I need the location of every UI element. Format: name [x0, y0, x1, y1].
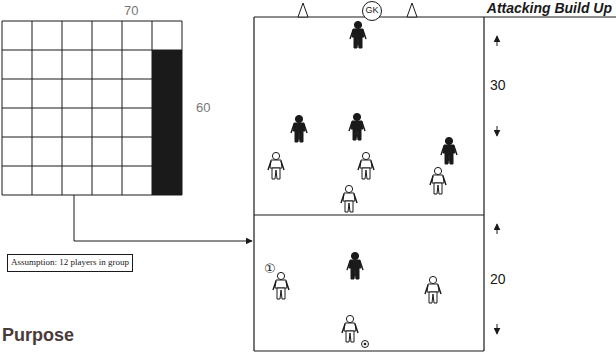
- defender-figure: [350, 21, 366, 48]
- defender-figure: [441, 137, 457, 164]
- grid-line: [2, 195, 182, 196]
- pitch-grid: [2, 21, 182, 195]
- section-heading: Purpose: [2, 326, 74, 346]
- dimension-arrow: [497, 324, 498, 334]
- attacker-figure: [358, 152, 374, 179]
- attacker-figure: [342, 315, 358, 342]
- dimension-label: 30: [490, 78, 506, 93]
- grid-line: [2, 137, 182, 138]
- node-text: GK: [365, 6, 378, 16]
- attacker-figure: [341, 185, 357, 212]
- field-outline: [254, 17, 616, 351]
- callout-number: ①: [264, 262, 276, 276]
- goal-cone: [407, 3, 417, 17]
- node-text: Assumption: 12 players in group: [11, 258, 129, 268]
- grid-line: [2, 108, 182, 109]
- dimension-arrow: [497, 126, 498, 136]
- shaded-area: [152, 50, 182, 195]
- defender-figure: [347, 252, 363, 279]
- defender-figure: [291, 115, 307, 142]
- ball: [362, 341, 369, 348]
- grid-line: [2, 21, 182, 22]
- dimension-label: 60: [196, 101, 210, 115]
- grid-line: [2, 79, 182, 80]
- goalkeeper-marker: GK: [362, 1, 382, 21]
- goal-cone: [298, 3, 308, 17]
- dimension-arrow: [497, 224, 498, 234]
- zoom-arrow: [74, 195, 252, 241]
- diagram-title: Attacking Build Up: [487, 1, 612, 16]
- dimension-label: 20: [490, 272, 506, 287]
- defender-figure: [349, 113, 365, 140]
- note-box: Assumption: 12 players in group: [7, 254, 133, 272]
- attacker-figure: [425, 276, 441, 303]
- attacker-figure: [268, 152, 284, 179]
- attacker-figure: [430, 167, 446, 194]
- dimension-arrow: [497, 36, 498, 46]
- dimension-label: 70: [124, 4, 138, 18]
- grid-line: [2, 50, 182, 51]
- attacker-figure: [273, 272, 289, 299]
- grid-line: [2, 166, 182, 167]
